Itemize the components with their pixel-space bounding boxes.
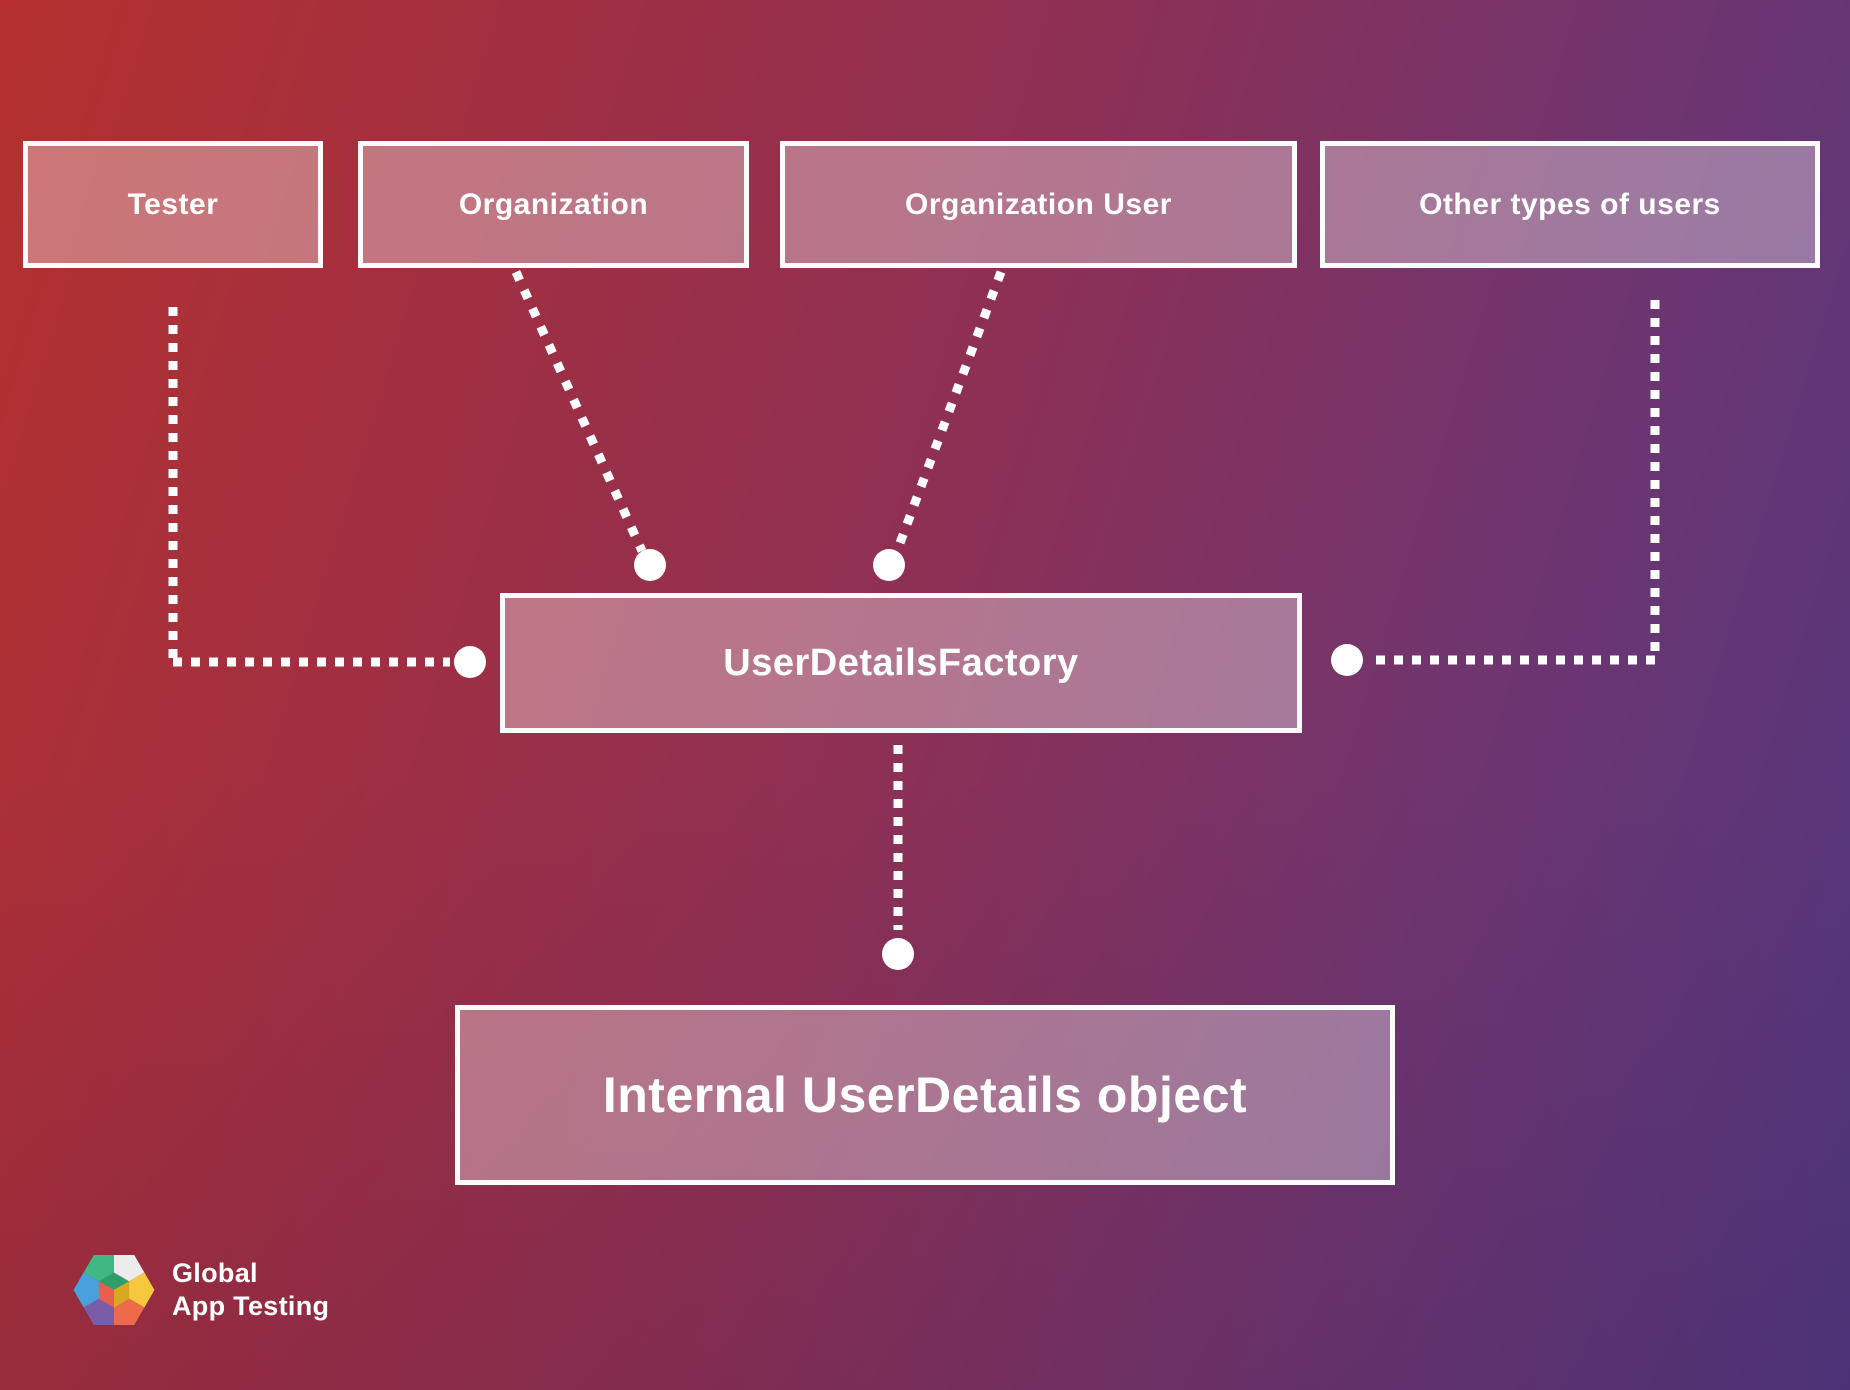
logo-word-line1: Global [172, 1258, 258, 1288]
connector-organization-user-to-factory [873, 270, 1006, 581]
connector-factory-to-internal [882, 745, 914, 970]
connector-endpoint-dot [634, 549, 666, 581]
connector-endpoint-dot [882, 938, 914, 970]
connector-endpoint-dot [1331, 644, 1363, 676]
node-other-types-of-users: Other types of users [1320, 141, 1820, 268]
logo-wordmark: Global App Testing [172, 1257, 329, 1323]
node-organization-user: Organization User [780, 141, 1297, 268]
node-userdetailsfactory: UserDetailsFactory [500, 593, 1302, 733]
node-organization-label: Organization [458, 187, 649, 221]
hexagon-cube-icon [73, 1254, 155, 1326]
node-tester: Tester [23, 141, 323, 268]
node-internal-userdetails-object: Internal UserDetails object [455, 1005, 1395, 1185]
node-tester-label: Tester [127, 187, 219, 221]
global-app-testing-logo: Global App Testing [68, 1244, 329, 1336]
logo-word-line2: App Testing [172, 1291, 330, 1321]
connector-endpoint-dot [873, 549, 905, 581]
connector-other-users-to-factory [1331, 300, 1660, 676]
connector-organization-to-factory [511, 270, 666, 581]
connector-endpoint-dot [454, 646, 486, 678]
node-organization-user-label: Organization User [905, 187, 1172, 221]
node-internal-userdetails-object-label: Internal UserDetails object [602, 1067, 1248, 1123]
connector-tester-to-factory [168, 307, 486, 678]
node-organization: Organization [358, 141, 749, 268]
node-userdetailsfactory-label: UserDetailsFactory [723, 641, 1079, 684]
node-other-types-of-users-label: Other types of users [1419, 187, 1721, 221]
